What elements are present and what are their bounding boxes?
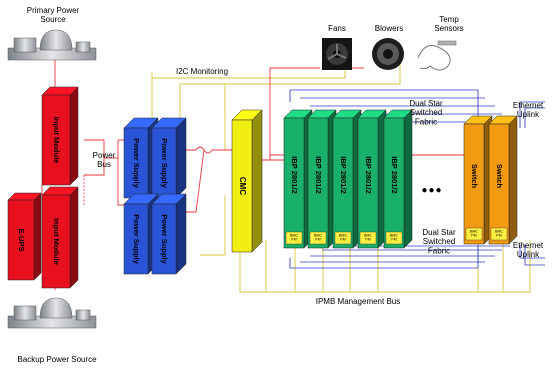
temp-sensor-icon [417,40,457,71]
box-side [508,115,518,245]
box-side [69,86,79,186]
fan-icon [322,38,352,70]
box-side [403,109,413,249]
eups-module: E-UPS [7,192,42,281]
box-front [463,123,485,245]
box-label: Power Supply [132,214,141,264]
power-supply-4: Power Supply [151,193,187,275]
box-label: IBP 2801/2 [314,156,323,193]
box-front [151,127,177,199]
fans-label: Fans [328,24,346,33]
cmc-module: CMC [231,109,263,253]
primary-power-plant [7,29,97,61]
box-label: Switch [470,164,479,189]
box-front [7,199,35,281]
box-front [283,117,305,249]
box-side [33,192,42,281]
i2c-monitoring-label: I2C Monitoring [176,67,228,76]
box-label: Power Supply [132,138,141,188]
box-label: IBP 2801/2 [364,156,373,193]
box-label: IBP 2801/2 [390,156,399,193]
bmc-pm-chip [385,231,403,245]
box-label: Input Module [52,117,61,164]
box-front [231,119,253,253]
box-front [41,194,71,289]
box-label: E-UPS [17,229,26,252]
box-side [69,186,79,289]
box-label: Power Supply [160,138,169,188]
input-module-top: Input Module [41,86,79,186]
box-front [332,117,354,249]
blowers-label: Blowers [375,24,403,33]
bmc-pm-chip [334,231,352,245]
box-front [41,94,71,186]
box-side [251,109,263,253]
ellipsis: ●●● [421,185,442,196]
bmc-pm-chip [465,227,483,241]
box-front [383,117,405,249]
box-label: Power Supply [160,214,169,264]
box-label: CMC [238,177,247,195]
blower-icon [372,38,404,70]
bmc-pm-chip [309,231,327,245]
backup-source-label: Backup Power Source [17,355,97,364]
fabric-lines [289,89,545,269]
input-module-bottom: Input Module [41,186,79,289]
box-front [151,203,177,275]
box-label: Input Module [52,218,61,265]
ipmb-bus-label: IPMB Management Bus [316,297,400,306]
bmc-pm-chip [359,231,377,245]
box-label: Switch [495,164,504,189]
box-front [307,117,329,249]
box-front [123,203,149,275]
backup-power-plant [7,297,97,329]
box-front [123,127,149,199]
box-front [488,123,510,245]
bmc-pm-chip [490,227,508,241]
box-label: IBP 2801/2 [290,156,299,193]
power-supply-2: Power Supply [151,117,187,199]
box-front [357,117,379,249]
bmc-pm-chip [285,231,303,245]
box-side [175,117,187,199]
box-label: IBP 2801/2 [339,156,348,193]
box-side [175,193,187,275]
